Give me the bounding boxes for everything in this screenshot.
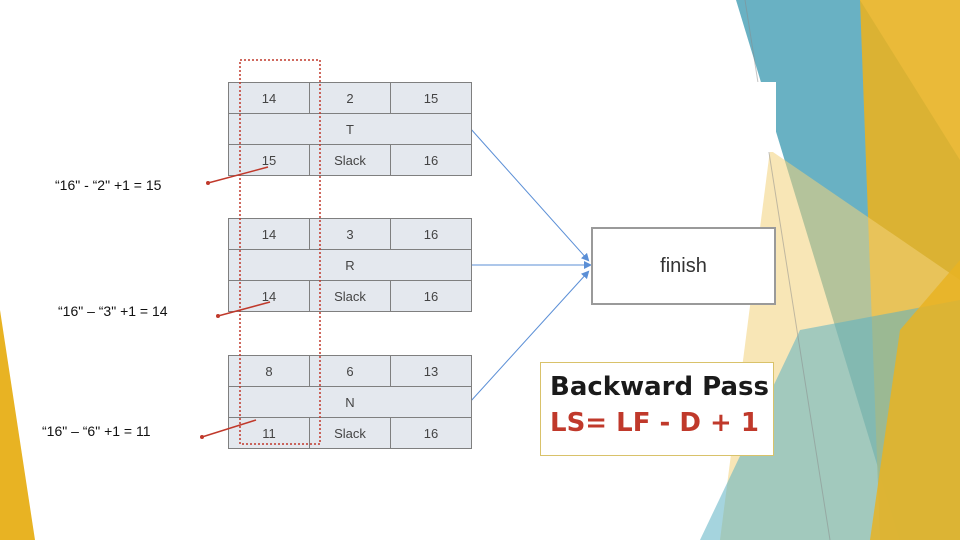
activity-name: T	[229, 114, 471, 144]
callout-title: Backward Pass	[550, 372, 769, 402]
early-start: 8	[229, 356, 309, 386]
slack-label: Slack	[310, 145, 390, 175]
early-finish: 13	[391, 356, 471, 386]
activity-node-r: 14 3 16 R 14 Slack 16	[228, 218, 472, 312]
slack-label: Slack	[310, 281, 390, 311]
early-start: 14	[229, 219, 309, 249]
early-finish: 15	[391, 83, 471, 113]
late-start: 14	[229, 281, 309, 311]
calculation-r: “16" – “3" +1 = 14	[58, 303, 168, 319]
callout-formula: LS= LF - D + 1	[550, 408, 759, 438]
white-notch	[750, 82, 776, 152]
calculation-t: “16" - “2" +1 = 15	[55, 177, 162, 193]
late-finish: 16	[391, 281, 471, 311]
early-finish: 16	[391, 219, 471, 249]
left-gold-triangle	[0, 310, 35, 540]
duration: 2	[310, 83, 390, 113]
late-finish: 16	[391, 418, 471, 448]
backward-pass-callout: Backward Pass LS= LF - D + 1	[540, 362, 774, 456]
late-finish: 16	[391, 145, 471, 175]
activity-name: R	[229, 250, 471, 280]
duration: 3	[310, 219, 390, 249]
activity-node-t: 14 2 15 T 15 Slack 16	[228, 82, 472, 176]
early-start: 14	[229, 83, 309, 113]
slack-label: Slack	[310, 418, 390, 448]
gold-lower-panel	[870, 260, 960, 540]
calculation-n: “16" – “6" +1 = 11	[42, 423, 151, 439]
late-start: 15	[229, 145, 309, 175]
activity-name: N	[229, 387, 471, 417]
activity-node-n: 8 6 13 N 11 Slack 16	[228, 355, 472, 449]
finish-node: finish	[591, 227, 776, 305]
late-start: 11	[229, 418, 309, 448]
duration: 6	[310, 356, 390, 386]
